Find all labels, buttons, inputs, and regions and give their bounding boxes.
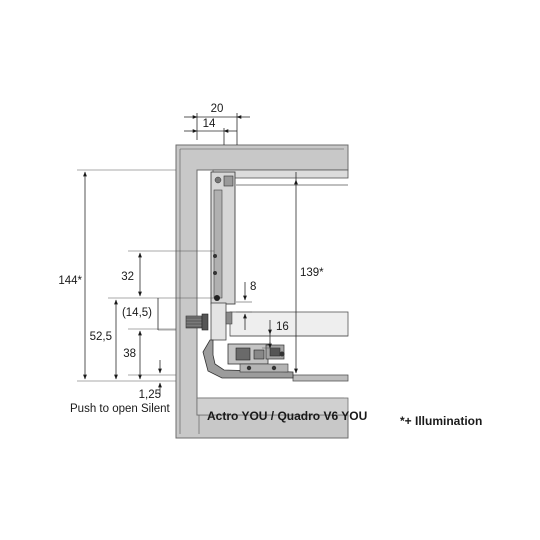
dimension-total-height: 144* — [58, 169, 176, 382]
dimension-52-5: 52,5 — [90, 297, 128, 380]
dimension-top-inner: 14 — [184, 118, 237, 145]
dimension-8: 8 — [236, 281, 256, 330]
dim-label-139: 139* — [300, 267, 324, 279]
runner-mechanism — [202, 339, 294, 379]
dim-label-32: 32 — [121, 271, 134, 283]
product-label: Actro YOU / Quadro V6 YOU — [207, 409, 367, 423]
illumination-label: *+ Illumination — [400, 414, 482, 428]
dim-label-144: 144* — [58, 275, 82, 287]
dim-label-1-25: 1,25 — [139, 389, 161, 401]
dimension-38: 38 — [123, 328, 176, 380]
drawer-outline — [212, 169, 349, 382]
drawer-side-profile — [210, 171, 236, 341]
dim-label-8: 8 — [250, 281, 256, 293]
dim-label-38: 38 — [123, 348, 136, 360]
dimension-top-width: 20 — [184, 103, 250, 145]
dim-label-14-5: (14,5) — [122, 307, 152, 319]
dim-label-16: 16 — [276, 321, 289, 333]
dim-label-52-5: 52,5 — [90, 331, 112, 343]
cabinet-panel — [175, 144, 349, 439]
push-to-open-label: Push to open Silent — [70, 403, 171, 415]
dim-label-14: 14 — [203, 118, 216, 130]
dimension-32: 32 — [121, 250, 214, 299]
screw-icon — [185, 313, 209, 331]
dim-label-20: 20 — [211, 103, 224, 115]
dimension-inner-height: 139* — [294, 172, 324, 374]
dimension-14-5: (14,5) — [122, 298, 176, 331]
dimension-16: 16 — [262, 320, 289, 349]
dimension-1-25: 1,25 — [128, 360, 176, 401]
